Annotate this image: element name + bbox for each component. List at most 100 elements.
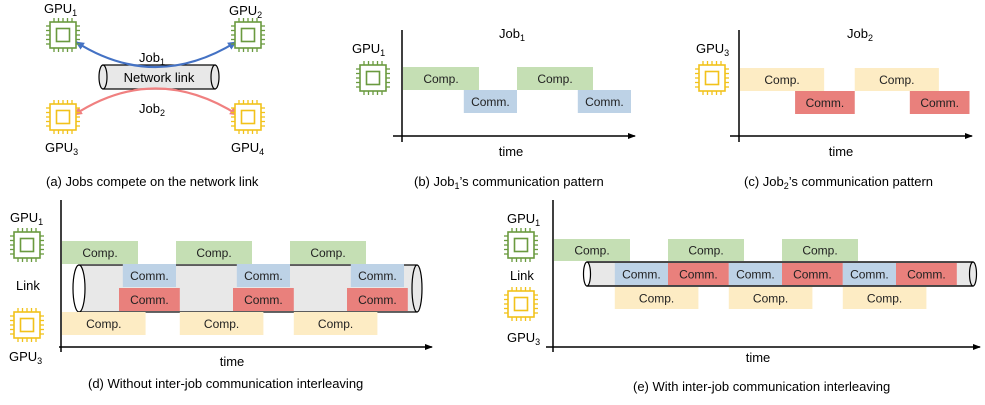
comm-block [347,288,408,311]
block-label: Comp. [802,244,837,258]
block-label: Comp. [753,292,788,306]
compute-block [614,287,699,309]
block-label: Comm. [679,268,718,282]
gpu3-chip-icon [504,287,538,321]
gpu1-chip-icon [10,228,44,262]
compute-block [62,241,138,264]
gpu1-chip-icon [504,228,538,262]
compute-block [179,312,264,335]
block-label: Comm. [850,268,889,282]
x-axis-label: time [746,350,771,365]
gpu1-label: GPU1 [10,210,43,227]
panel-b-blocks: Comp.Comm.Comp.Comm. [403,67,631,113]
comm-block [122,264,176,287]
comm-block [795,91,855,114]
panel-d-caption: (d) Without inter-job communication inte… [88,376,363,391]
block-label: Comm. [358,269,397,283]
block-label: Comm. [471,95,510,109]
gpu1-label: GPU1 [352,41,385,58]
compute-block [842,287,927,309]
panel-d: Comp. Comm. Comm. Comp. Comp. Comm. Comm. Comp.… [9,200,433,391]
block-label: Comp. [318,317,353,331]
compute-block [854,68,939,91]
network-link-label: Network link [124,70,195,85]
block-label: Comp. [879,73,914,87]
comm-block [577,90,631,113]
block-label: Comm. [585,95,624,109]
block-label: Comp. [204,317,239,331]
comm-block [119,288,180,311]
link-label: Link [510,268,534,283]
gpu3-label: GPU3 [45,140,78,157]
block-label: Comm. [244,269,283,283]
gpu2-label: GPU2 [229,3,262,20]
block-label: Comp. [867,292,902,306]
comm-block [896,263,957,285]
block-label: Comp. [574,244,609,258]
job2-arrow [73,87,239,116]
gpu3-label: GPU3 [507,330,540,347]
block-label: Comm. [806,96,845,110]
compute-block [740,68,825,91]
block-label: Comp. [82,246,117,260]
block-label: Comm. [130,269,169,283]
gpu1-chip-icon [356,61,390,95]
panel-c: Comp.Comm.Comp.Comm. GPU3 Job2 time (c) … [695,26,973,191]
comm-block [236,264,290,287]
job1-arrow [75,41,237,69]
panel-e-caption: (e) With inter-job communication interle… [633,379,890,394]
compute-block [728,287,813,309]
block-label: Comm. [244,293,283,307]
panel-e-blocks: Comp. Comm. Comm. Comp. Comp. Comm. Comm. Comp.… [554,239,957,309]
compute-block [517,67,593,90]
panel-b-caption: (b) Job1’s communication pattern [414,174,604,191]
block-label: Comp. [196,246,231,260]
compute-block [62,312,146,335]
block-label: Comp. [688,244,723,258]
panel-b-title: Job1 [499,26,525,43]
network-link-cylinder: Network link [98,64,220,90]
block-label: Comm. [907,268,946,282]
job1-label: Job1 [139,50,165,67]
compute-block [782,239,858,261]
comm-block [233,288,294,311]
gpu1-chip-icon [46,18,80,52]
compute-block [290,241,366,264]
panel-b: Comp.Comm.Comp.Comm. GPU1 Job1 time (b) … [352,26,636,191]
comm-block [782,263,843,285]
link-cylinder-front [582,261,973,287]
gpu4-chip-icon [231,100,265,134]
comm-block [728,263,782,285]
gpu3-label: GPU3 [9,349,42,366]
job2-label: Job2 [139,101,165,118]
comm-block [909,91,970,114]
comm-block [350,264,404,287]
comm-block [463,90,517,113]
comm-block [614,263,668,285]
panel-a: Network link Job1 Job2 GPU1 GPU2 GPU3 GP… [44,1,265,189]
compute-block [668,239,744,261]
panel-d-blocks: Comp. Comm. Comm. Comp. Comp. Comm. Comm. Comp.… [62,241,408,335]
block-label: Comm. [358,293,397,307]
panel-a-caption: (a) Jobs compete on the network link [46,174,259,189]
panel-e: Comp. Comm. Comm. Comp. Comp. Comm. Comm. Comp.… [504,200,981,394]
panel-c-blocks: Comp. Comm. Comp. Comm. [740,68,970,114]
panel-c-title: Job2 [847,26,873,43]
block-label: Comp. [764,73,799,87]
gpu3-chip-icon [695,61,729,95]
gpu3-chip-icon [10,308,44,342]
panel-c-caption: (c) Job2’s communication pattern [744,174,933,191]
compute-block [403,67,479,90]
block-label: Comp. [86,317,121,331]
gpu2-chip-icon [231,18,265,52]
gpu3-chip-icon [46,100,80,134]
block-label: Comp. [639,292,674,306]
block-label: Comm. [920,96,959,110]
block-label: Comm. [622,268,661,282]
gpu1-label: GPU1 [507,211,540,228]
link-label: Link [16,278,40,293]
block-label: Comm. [130,293,169,307]
comm-block [668,263,729,285]
block-label: Comm. [793,268,832,282]
